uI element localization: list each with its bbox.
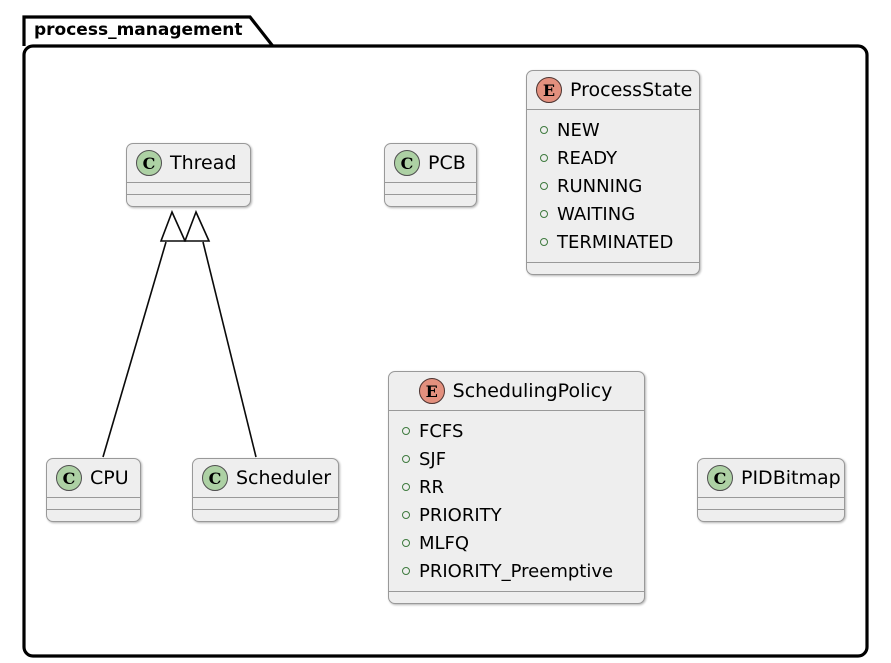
class-box-pcb[interactable]: C PCB [384,143,477,207]
attributes-compartment [385,182,476,194]
enum-value-item: PRIORITY_Preemptive [399,557,634,585]
class-name-label: CPU [90,467,129,489]
package-name-label: process_management [34,20,243,40]
enum-bullet-icon [402,511,410,519]
enum-value-item: PRIORITY [399,501,634,529]
enum-value-item: RUNNING [537,172,689,200]
enum-box-processstate[interactable]: E ProcessState NEW READY RUNNING WAITING [526,70,700,275]
class-header-pidbitmap: C PIDBitmap [698,459,844,497]
attributes-compartment [193,497,338,509]
enum-values-compartment: NEW READY RUNNING WAITING TERMINATED [527,109,699,262]
class-badge-icon: C [56,465,82,491]
enum-name-label: ProcessState [570,79,693,101]
enum-value-item: WAITING [537,200,689,228]
methods-compartment [698,509,844,521]
methods-compartment [389,591,644,603]
class-box-pidbitmap[interactable]: C PIDBitmap [697,458,845,522]
enum-value-item: SJF [399,445,634,473]
class-badge-icon: C [707,465,733,491]
enum-box-schedulingpolicy[interactable]: E SchedulingPolicy FCFS SJF RR PRIORITY [388,371,645,604]
enum-value-label: TERMINATED [557,231,674,253]
class-header-scheduler: C Scheduler [193,459,338,497]
enum-value-label: PRIORITY [419,504,502,526]
class-box-cpu[interactable]: C CPU [46,458,141,522]
enum-name-label: SchedulingPolicy [452,380,613,402]
class-header-thread: C Thread [127,144,250,182]
enum-value-label: FCFS [419,420,464,442]
methods-compartment [385,194,476,206]
class-header-cpu: C CPU [47,459,140,497]
class-name-label: PCB [428,152,466,174]
enum-value-item: MLFQ [399,529,634,557]
enum-value-label: READY [557,147,618,169]
class-name-label: PIDBitmap [741,467,841,489]
enum-bullet-icon [540,210,548,218]
enum-bullet-icon [402,567,410,575]
enum-value-label: SJF [419,448,447,470]
enum-bullet-icon [402,539,410,547]
enum-bullet-icon [402,483,410,491]
class-box-scheduler[interactable]: C Scheduler [192,458,339,522]
enum-value-item: NEW [537,116,689,144]
enum-value-item: FCFS [399,417,634,445]
enum-value-label: RUNNING [557,175,643,197]
enum-header-processstate: E ProcessState [527,71,699,109]
enum-bullet-icon [402,455,410,463]
attributes-compartment [698,497,844,509]
enum-badge-icon: E [418,378,445,404]
enum-bullet-icon [402,427,410,435]
class-badge-icon: C [202,465,228,491]
class-box-thread[interactable]: C Thread [126,143,251,207]
methods-compartment [527,262,699,274]
methods-compartment [47,509,140,521]
enum-value-item: READY [537,144,689,172]
class-name-label: Thread [170,152,237,174]
enum-values-compartment: FCFS SJF RR PRIORITY MLFQ PRIORITY_Preem… [389,410,644,591]
attributes-compartment [127,182,250,194]
enum-bullet-icon [540,154,548,162]
class-header-pcb: C PCB [385,144,476,182]
attributes-compartment [47,497,140,509]
class-name-label: Scheduler [236,467,332,489]
enum-value-label: PRIORITY_Preemptive [419,560,614,582]
methods-compartment [127,194,250,206]
enum-bullet-icon [540,182,548,190]
enum-value-item: TERMINATED [537,228,689,256]
enum-value-label: MLFQ [419,532,470,554]
enum-value-label: RR [419,476,445,498]
enum-value-label: NEW [557,119,600,141]
enum-bullet-icon [540,126,548,134]
enum-bullet-icon [540,238,548,246]
enum-value-label: WAITING [557,203,636,225]
class-badge-icon: C [136,150,162,176]
enum-header-schedulingpolicy: E SchedulingPolicy [389,372,644,410]
enum-value-item: RR [399,473,634,501]
methods-compartment [193,509,338,521]
class-badge-icon: C [394,150,420,176]
enum-badge-icon: E [536,77,562,103]
